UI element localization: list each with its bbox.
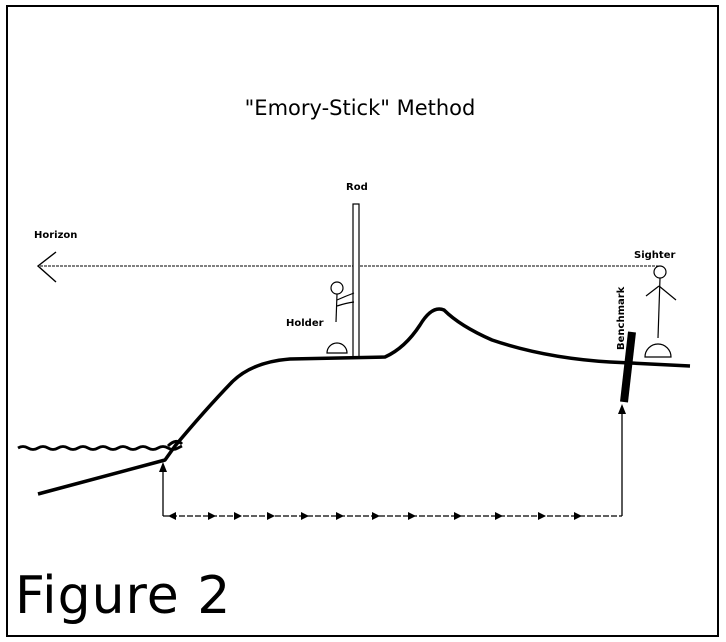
- water-surface: [17, 444, 183, 451]
- ground-profile: [37, 307, 691, 496]
- holder-label: Holder: [286, 318, 324, 329]
- shoreline-mark: [166, 439, 184, 448]
- sighter-label: Sighter: [634, 250, 675, 261]
- diagram-title: "Emory-Stick" Method: [245, 96, 476, 120]
- rod: [352, 203, 360, 359]
- holder-figure: [326, 281, 355, 354]
- left-measure-arrow: [159, 462, 167, 472]
- benchmark-label: Benchmark: [616, 286, 627, 350]
- figure-caption: Figure 2: [15, 566, 232, 626]
- benchmark-stake: [620, 331, 636, 403]
- rod-label: Rod: [346, 182, 368, 193]
- horizon-label: Horizon: [34, 230, 77, 241]
- sighter-figure: [644, 265, 677, 358]
- distance-step-arrows: [168, 512, 582, 520]
- figure-frame: [6, 5, 719, 637]
- right-measure-arrow: [618, 404, 626, 414]
- horizon-arrowhead: [36, 251, 57, 283]
